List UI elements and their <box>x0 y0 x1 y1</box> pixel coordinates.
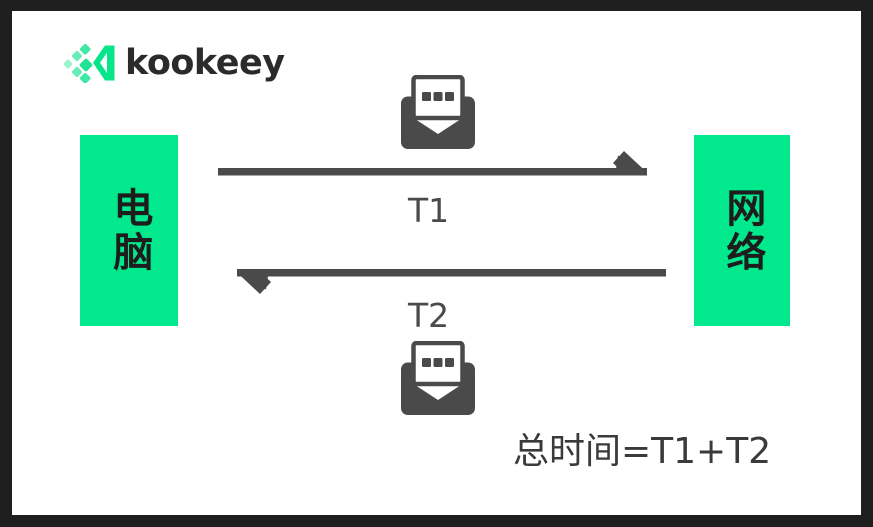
total-time-formula: 总时间=T1+T2 <box>513 431 772 472</box>
node-label-computer: 电脑 <box>106 186 153 275</box>
arrow-label-t1: T1 <box>408 191 450 230</box>
open-envelope-message-icon <box>395 74 481 151</box>
node-box-network: 网络 <box>694 135 790 326</box>
brand-wordmark: kookeey <box>125 42 285 83</box>
arrow-t2-icon <box>237 269 666 294</box>
diagram-canvas: kookeey 电脑 网络 T1 T2 <box>12 11 861 515</box>
brand-logo: kookeey <box>64 43 285 83</box>
kookeey-logo-mark-icon <box>64 43 116 83</box>
arrow-label-t2: T2 <box>408 296 450 335</box>
node-label-network: 网络 <box>719 186 766 275</box>
open-envelope-message-icon <box>395 340 481 417</box>
arrow-t1-icon <box>218 151 647 176</box>
node-box-computer: 电脑 <box>80 135 178 326</box>
